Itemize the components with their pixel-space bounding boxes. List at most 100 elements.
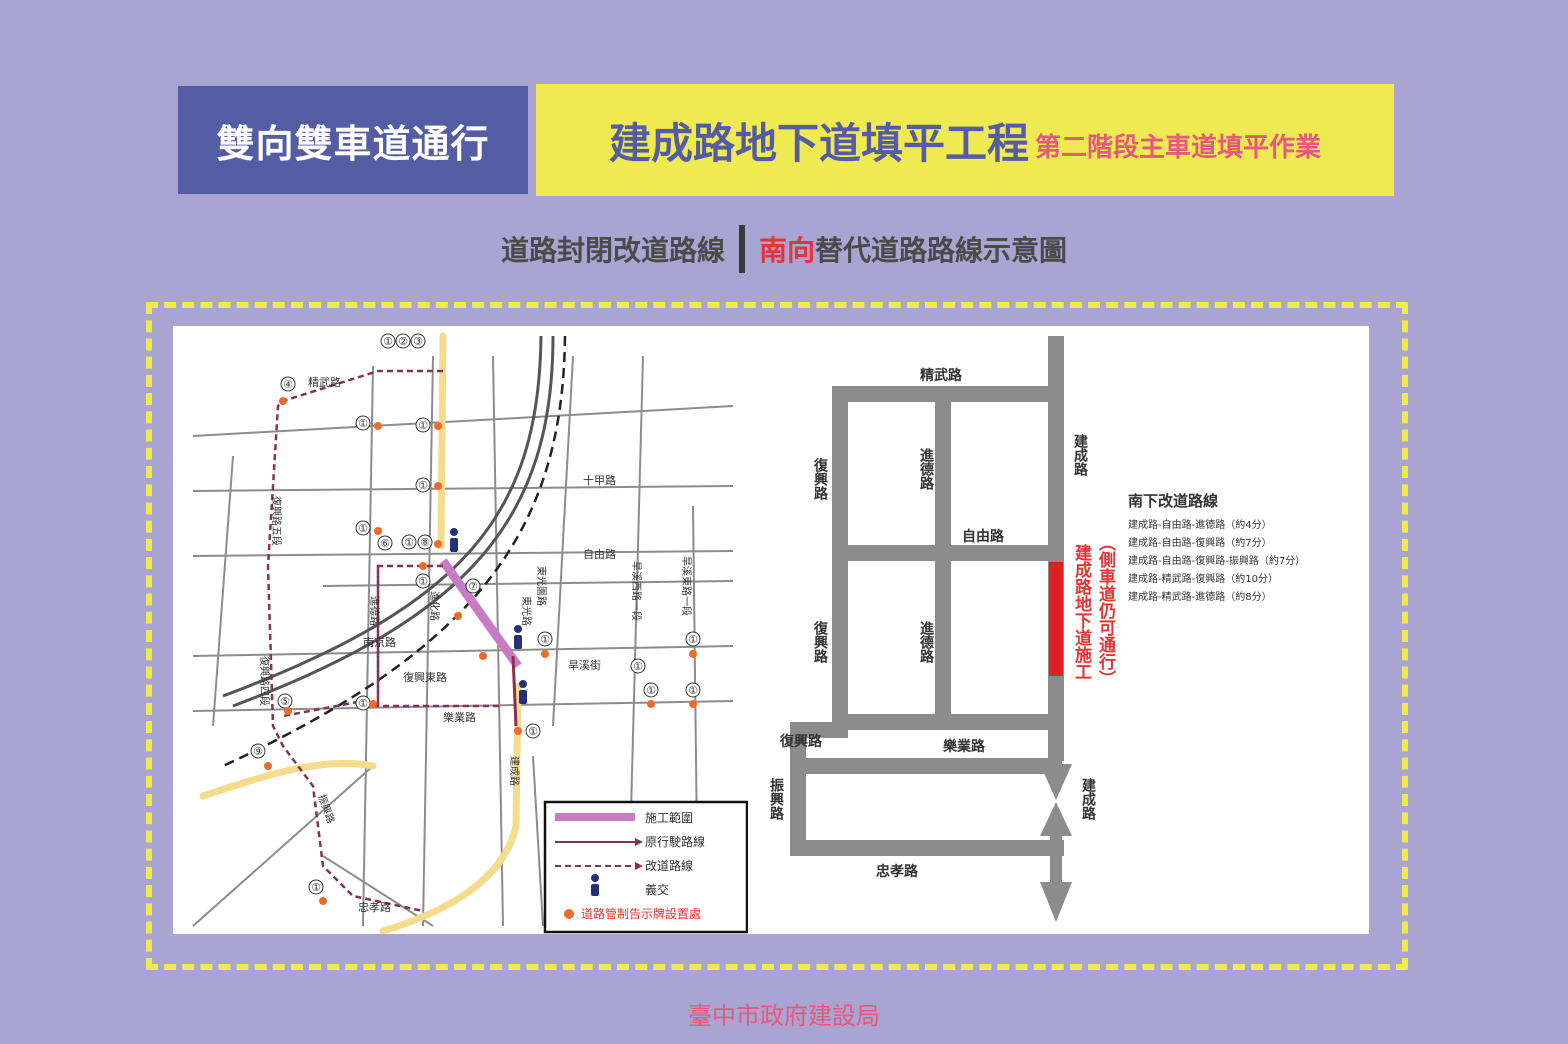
road-label: 東光路 <box>520 596 533 626</box>
road-label: 建成路 <box>1080 777 1096 820</box>
sign-icon: ① <box>685 682 701 698</box>
road-label: 復興路四段 <box>258 656 271 706</box>
dashed-frame <box>146 302 1408 970</box>
svg-text:①: ① <box>358 417 368 430</box>
sign-icon: ① <box>537 631 553 647</box>
construction-zone <box>439 558 522 669</box>
road-label: 忠孝路 <box>876 863 919 880</box>
railway <box>222 335 567 768</box>
road-label: 旱溪街 <box>568 658 601 672</box>
svg-text:①: ① <box>383 335 393 348</box>
svg-text:⑦: ⑦ <box>468 580 478 593</box>
legend-volunteer: 義交 <box>645 882 669 897</box>
svg-text:①: ① <box>688 684 698 697</box>
road-labels: 精武路 十甲路 自由路 南京路 復興東路 旱溪街 樂業路 忠孝路 復興路五段 旱… <box>258 376 693 914</box>
legend-sign: 道路管制告示牌設置處 <box>581 906 701 921</box>
road-label: 南京路 <box>363 635 396 649</box>
road-label: 進德路 <box>918 621 934 663</box>
svg-text:①: ① <box>358 522 368 535</box>
traffic-volunteer-icon <box>519 680 527 704</box>
arrow-down-icon <box>1040 764 1072 800</box>
svg-text:①: ① <box>418 419 428 432</box>
construction-swatch <box>555 813 635 821</box>
sign-icon: ① <box>380 333 396 349</box>
arrow-shaft <box>1050 832 1062 884</box>
sign-icon: ④ <box>280 376 296 392</box>
original-route <box>511 655 518 727</box>
svg-text:⑨: ⑨ <box>253 745 263 758</box>
road-label: 精武路 <box>920 367 963 384</box>
svg-text:③: ③ <box>413 335 423 348</box>
legend-construction: 施工範圍 <box>645 810 693 825</box>
sign-icon: ① <box>415 477 431 493</box>
svg-text:④: ④ <box>283 378 293 391</box>
svg-text:①: ① <box>358 697 368 710</box>
detour-item: 建成路-自由路-進德路（約4分） <box>1128 518 1272 531</box>
road-label: 進化路 <box>428 591 441 621</box>
sign-icon: ③ <box>410 333 426 349</box>
legend-detour: 改道路線 <box>645 858 693 873</box>
sign-icon: ① <box>630 658 646 674</box>
road-label: 自由路 <box>583 547 616 561</box>
street-map: 精武路 十甲路 自由路 南京路 復興東路 旱溪街 樂業路 忠孝路 復興路五段 旱… <box>192 332 748 934</box>
road-label: 進德路 <box>368 596 381 626</box>
schematic-map: 精武路 自由路 樂業路 復興路 忠孝路 復興路 進德路 建成路 復興路 進德路 … <box>768 336 1305 922</box>
road-label: 樂業路 <box>942 738 986 755</box>
road-label: 復興路 <box>812 457 829 500</box>
direction-arrows <box>1040 746 1072 922</box>
road-label: 忠孝路 <box>358 901 391 914</box>
svg-text:①: ① <box>404 536 414 549</box>
map-legend: 施工範圍 原行駛路線 改道路線 義交 道路管制告示牌設置處 <box>543 800 748 934</box>
subheader-divider <box>738 225 745 273</box>
detour-routes <box>266 369 503 913</box>
header-title: 建成路地下道填平工程 <box>608 118 1029 168</box>
sign-icon: ⑨ <box>250 743 266 759</box>
sign-icon: ① <box>355 520 371 536</box>
arrow-shaft <box>1050 746 1062 768</box>
sign-icon: ② <box>395 333 411 349</box>
sign-icon: ① <box>525 723 541 739</box>
header-left-label: 雙向雙車道通行 <box>178 86 528 194</box>
detour-item: 建成路-自由路-復興路（約7分） <box>1128 536 1272 549</box>
sign-icon: ⑧ <box>417 534 433 550</box>
svg-text:①: ① <box>688 633 698 646</box>
schematic-roads <box>790 386 1064 856</box>
svg-text:①: ① <box>311 881 321 894</box>
road-label: 自由路 <box>962 528 1005 545</box>
detour-item: 建成路-精武路-進德路（約8分） <box>1128 590 1272 603</box>
road-label: 振興路 <box>315 793 337 826</box>
sign-markers: ① ② ③ ④ ① ① ① ① ⑥ ① ⑧ ① ⑦ ① ① ① ① ① ① ① … <box>250 333 701 895</box>
arrow-up-icon <box>1040 802 1072 836</box>
svg-text:⑥: ⑥ <box>380 537 390 550</box>
road-label: 旱溪西路一段 <box>630 561 643 621</box>
traffic-volunteer-icon <box>591 874 599 896</box>
road-label: 十甲路 <box>583 473 616 487</box>
legend-original: 原行駛路線 <box>645 834 705 849</box>
road-label: 復興路五段 <box>270 496 283 546</box>
subheader-right: 替代道路路線示意圖 <box>815 234 1068 267</box>
detour-item: 建成路-自由路-復興路-振興路（約7分） <box>1128 554 1305 567</box>
svg-text:⑧: ⑧ <box>420 536 430 549</box>
sign-icon: ① <box>685 631 701 647</box>
detour-title: 南下改道路線 <box>1128 492 1218 510</box>
svg-text:①: ① <box>528 725 538 738</box>
svg-text:①: ① <box>540 633 550 646</box>
detour-item: 建成路-精武路-復興路（約10分） <box>1128 572 1278 585</box>
footer-agency: 臺中市政府建設局 <box>688 1002 880 1030</box>
sign-icon: ⑥ <box>377 535 393 551</box>
header-title-box: 建成路地下道填平工程 第二階段主車道填平作業 <box>536 84 1394 196</box>
subheader: 道路封閉改道路線 南向 替代道路路線示意圖 <box>0 224 1568 274</box>
svg-text:①: ① <box>646 684 656 697</box>
side-lane-label: （側車道仍可通行） <box>1095 534 1117 687</box>
sign-icon: ① <box>308 879 324 895</box>
road-label: 精武路 <box>308 376 341 389</box>
road-label: 振興路 <box>768 777 784 820</box>
road-label: 復興東路 <box>403 671 447 684</box>
svg-text:①: ① <box>633 660 643 673</box>
subheader-left: 道路封閉改道路線 <box>500 234 725 267</box>
subheader-highlight: 南向 <box>758 234 815 267</box>
header-subtitle: 第二階段主車道填平作業 <box>1035 132 1322 163</box>
traffic-volunteer-icon <box>450 528 458 552</box>
sign-board-icon <box>564 909 574 919</box>
construction-labels: 建成路地下道施工 （側車道仍可通行） <box>1071 534 1117 687</box>
